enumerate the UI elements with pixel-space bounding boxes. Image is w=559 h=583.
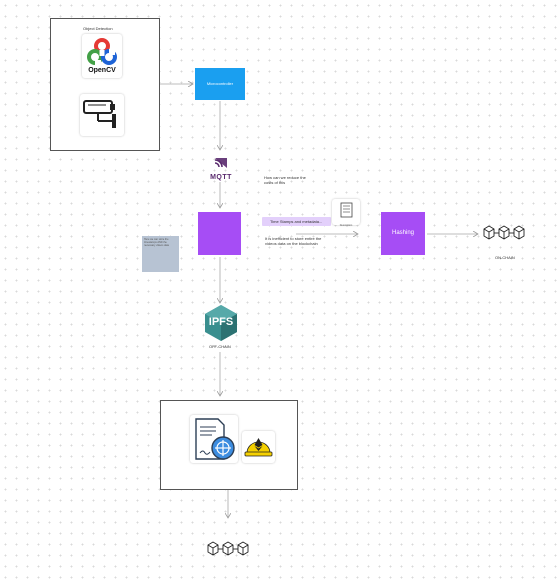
inefficient-note: It is inefficient to store entire the vi… (265, 236, 322, 246)
on-chain-label: ON-CHAIN (495, 255, 515, 260)
microcontroller-label: Microcontroller (206, 81, 234, 86)
off-chain-label: OFF-CHAIN (209, 344, 231, 349)
cctv-camera-card (80, 94, 124, 136)
mqtt-label: MQTT (210, 174, 232, 181)
ethereum-helmet-icon (244, 438, 273, 457)
microcontroller-node[interactable]: Microcontroller (195, 68, 245, 100)
opencv-label: OpenCV (88, 67, 116, 74)
ethereum-helmet-card (242, 431, 275, 463)
hashing-label: Hashing (391, 230, 414, 236)
opencv-logo: OpenCV (82, 34, 122, 78)
object-detection-title: Object Detection (83, 26, 113, 31)
opencv-icon (87, 38, 117, 65)
document-caption: Description (339, 224, 353, 227)
blockchain-icon (483, 225, 525, 240)
sticky-note-text: Here we can store the timestamps AND the… (144, 238, 169, 248)
question-note: How can we reduce the costs of this (264, 175, 306, 185)
central-node[interactable] (198, 212, 241, 255)
timestamp-chip-label: Time Stamps and metadata... (270, 219, 323, 224)
ipfs-label: IPFS (208, 316, 234, 328)
ipfs-icon (205, 305, 237, 341)
smart-contract-card (190, 415, 238, 463)
document-icon (340, 202, 353, 218)
mqtt-logo: MQTT (205, 156, 237, 181)
document-card: Description (332, 199, 360, 227)
smart-contract-icon (195, 418, 235, 460)
hashing-node[interactable]: Hashing (381, 212, 425, 255)
cctv-camera-icon (83, 100, 116, 128)
sticky-note: Here we can store the timestamps AND the… (142, 236, 179, 272)
mqtt-icon (214, 158, 227, 168)
bottom-blockchain-icon (207, 541, 249, 556)
timestamp-chip: Time Stamps and metadata... (262, 217, 331, 226)
